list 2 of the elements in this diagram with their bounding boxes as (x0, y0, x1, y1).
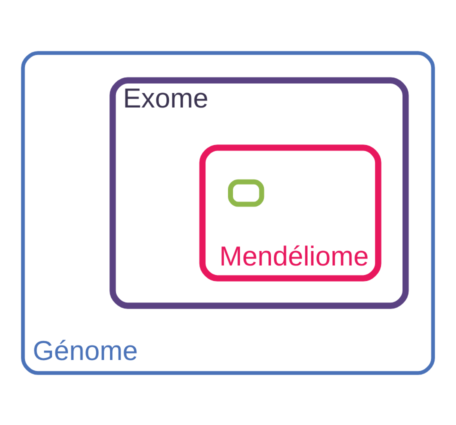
node-box (228, 178, 264, 206)
cluster: Mendéliome (199, 144, 382, 281)
